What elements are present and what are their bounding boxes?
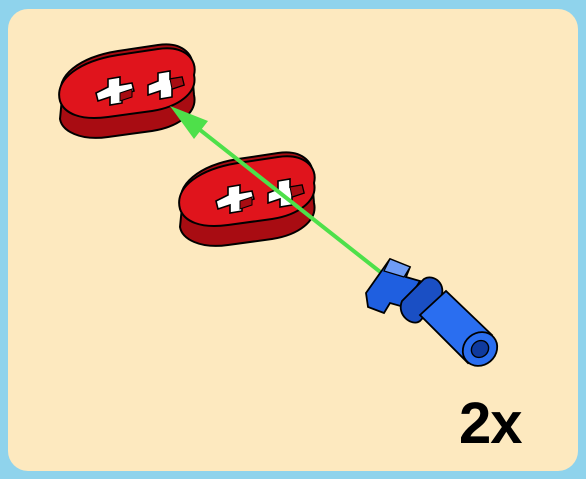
blue-axle-pin-icon [365,257,499,367]
assembly-illustration [58,43,499,367]
instruction-panel: 2x [8,9,578,471]
assembly-arrow-icon [170,106,395,284]
liftarm-top-icon [58,43,196,139]
liftarm-middle-icon [178,151,316,247]
quantity-label: 2x [459,391,523,456]
